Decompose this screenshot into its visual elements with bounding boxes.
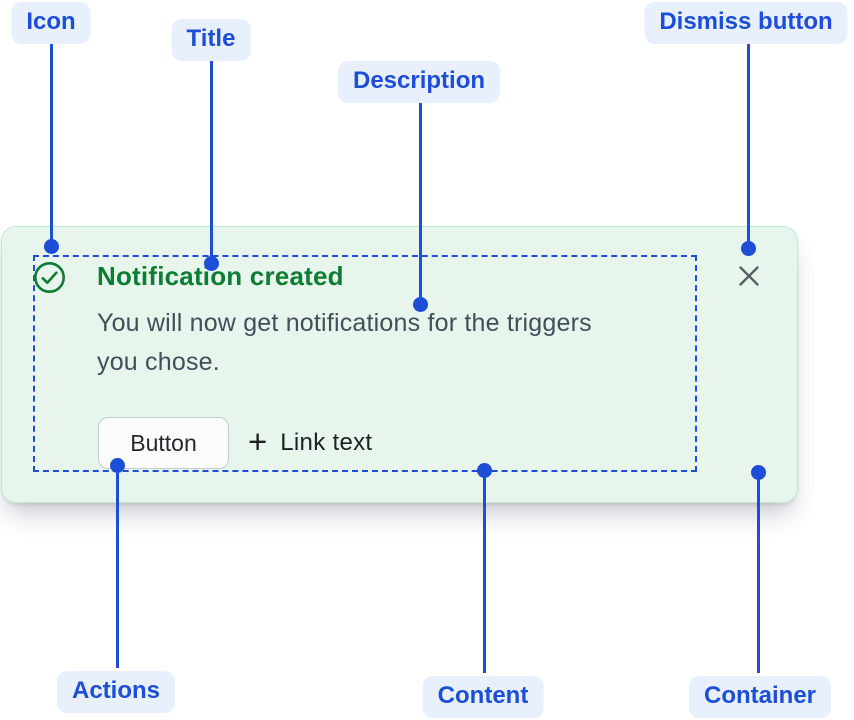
action-link[interactable]: + Link text: [248, 417, 372, 469]
connector-line-dismiss: [746, 42, 750, 249]
annotation-label-dismiss: Dismiss button: [644, 2, 848, 44]
connector-dot-dismiss: [740, 240, 756, 256]
notification-title: Notification created: [97, 261, 344, 291]
connector-dot-content: [476, 462, 492, 478]
action-link-label: Link text: [280, 429, 373, 456]
description-line: you chose.: [97, 348, 220, 376]
annotation-label-container: Container: [688, 676, 832, 718]
check-circle-icon: [33, 261, 66, 294]
connector-dot-container: [750, 464, 766, 480]
connector-line-content: [482, 470, 486, 673]
description-line: You will now get notifications for the t…: [97, 309, 592, 337]
connector-dot-description: [412, 296, 428, 312]
annotation-label-title: Title: [171, 19, 251, 61]
annotation-label-description: Description: [337, 61, 501, 103]
annotation-label-content: Content: [422, 676, 544, 718]
cross-icon: [736, 263, 762, 292]
notification-description: You will now get notifications for the t…: [97, 304, 697, 382]
connector-line-icon: [49, 42, 53, 247]
plus-icon: +: [248, 423, 268, 460]
connector-line-description: [418, 99, 422, 305]
connector-dot-icon: [43, 238, 59, 254]
dismiss-button[interactable]: [727, 255, 771, 299]
annotation-label-icon: Icon: [11, 2, 91, 44]
connector-line-title: [209, 57, 213, 264]
connector-dot-actions: [109, 457, 125, 473]
annotation-label-actions: Actions: [56, 671, 176, 713]
action-button[interactable]: Button: [98, 417, 229, 469]
connector-dot-title: [203, 255, 219, 271]
notification-container: Notification created You will now get no…: [1, 226, 798, 503]
connector-line-actions: [115, 465, 119, 668]
content-region-outline: [33, 255, 697, 472]
connector-line-container: [756, 472, 760, 673]
